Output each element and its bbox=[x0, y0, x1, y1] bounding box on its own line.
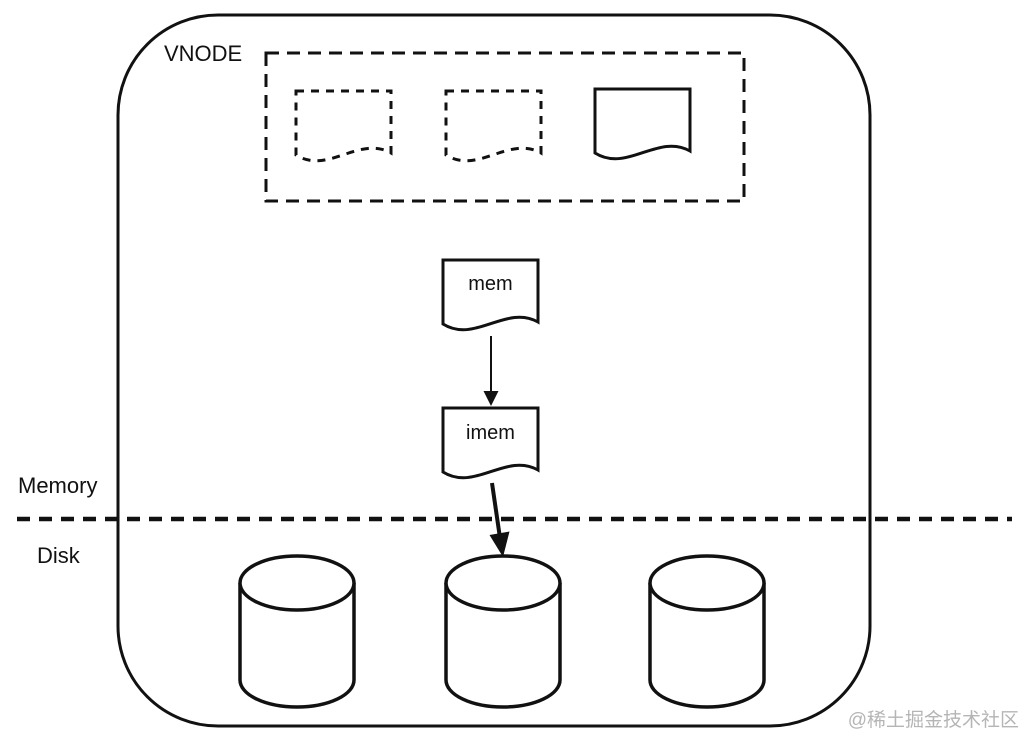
solid-document-icon bbox=[593, 87, 692, 161]
vnode-label: VNODE bbox=[164, 41, 243, 66]
disk-cylinder-body bbox=[444, 583, 562, 709]
disk-label: Disk bbox=[37, 543, 80, 568]
dashed-document-icon-2 bbox=[444, 89, 543, 163]
disk-cylinder-2 bbox=[444, 554, 562, 709]
imem-label: imem bbox=[466, 422, 515, 444]
disk-cylinder-body bbox=[238, 583, 356, 709]
watermark-text: @稀土掘金技术社区 bbox=[847, 710, 1019, 731]
disk-cylinder-1 bbox=[238, 554, 356, 709]
disk-cylinder-top bbox=[648, 554, 766, 612]
disk-cylinder-body bbox=[648, 583, 766, 709]
mem-label: mem bbox=[468, 273, 513, 295]
imem-to-disk-arrow bbox=[489, 482, 510, 557]
disk-cylinder-top bbox=[444, 554, 562, 612]
vnode-boundary bbox=[116, 13, 872, 728]
arrowhead-icon bbox=[489, 531, 510, 557]
dashed-document-icon-1 bbox=[294, 89, 393, 163]
mem-document-node bbox=[441, 258, 540, 332]
arrow-shaft bbox=[490, 482, 502, 539]
imem-document-node bbox=[441, 406, 540, 480]
disk-cylinder-top bbox=[238, 554, 356, 612]
disk-cylinder-3 bbox=[648, 554, 766, 709]
mem-to-imem-arrow bbox=[483, 336, 499, 406]
cache-box bbox=[264, 51, 746, 203]
memory-label: Memory bbox=[18, 473, 98, 498]
arrowhead-icon bbox=[483, 391, 499, 406]
